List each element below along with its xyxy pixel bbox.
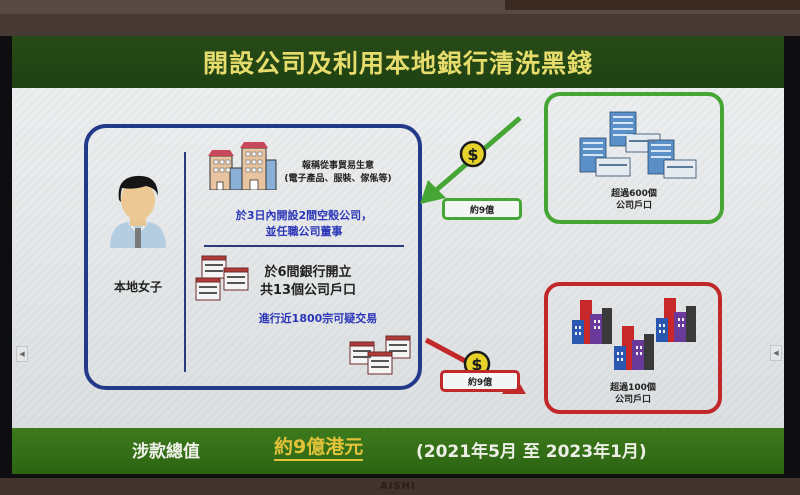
shell-text-line1: 於3日內開設2間空殼公司， xyxy=(235,209,373,222)
source-caption-line2: 公司戶口 xyxy=(615,201,652,211)
trade-description: 報稱從事貿易生意 (電子產品、服裝、傢俬等) xyxy=(268,160,408,186)
bank-statements-icon xyxy=(195,255,249,301)
slide-content: 本地女子 報稱從事貿易生意 xyxy=(12,88,784,428)
summary-footer: 涉款總值 約9億港元 (2021年5月 至 2023年1月) xyxy=(12,428,784,474)
dollar-coin-icon: $ xyxy=(459,140,487,168)
trade-text-line2: (電子產品、服裝、傢俬等) xyxy=(284,174,392,184)
slide-title: 開設公司及利用本地銀行清洗黑錢 xyxy=(202,49,593,78)
destination-caption-line1: 超過100個 xyxy=(610,383,656,393)
bank-text-line1: 於6間銀行開立 xyxy=(264,265,352,280)
suspicious-transactions-text: 進行近1800宗可疑交易 xyxy=(258,312,378,325)
person-label: 本地女子 xyxy=(113,280,162,294)
bank-statements-icon-2 xyxy=(349,335,411,375)
panel-divider-vertical xyxy=(184,152,186,372)
bank-text-line2: 共13個公司戶口 xyxy=(259,283,357,298)
chevron-left-icon: ◀ xyxy=(19,350,25,358)
monitor-bezel-top xyxy=(0,14,800,36)
monitor-bezel-bottom xyxy=(0,478,800,495)
destination-caption-line2: 公司戶口 xyxy=(614,395,651,405)
source-accounts-caption: 超過600個 公司戶口 xyxy=(548,188,720,212)
chevron-right-icon: ◀ xyxy=(773,349,779,357)
monitor-brand: AISHI xyxy=(380,481,416,492)
presentation-slide: 開設公司及利用本地銀行清洗黑錢 本地女子 xyxy=(12,36,784,474)
period-text: (2021年5月 至 2023年1月) xyxy=(416,442,647,462)
next-slide-button[interactable]: ◀ xyxy=(770,345,782,361)
svg-text:$: $ xyxy=(471,355,482,374)
inflow-amount-box: 約9億 xyxy=(442,198,522,220)
total-amount-label: 涉款總值 xyxy=(132,442,200,462)
suspect-panel: 本地女子 報稱從事貿易生意 xyxy=(84,124,422,390)
corporate-buildings-icon xyxy=(579,111,697,179)
destination-accounts-box: 超過100個 公司戶口 xyxy=(544,282,722,414)
outflow-amount-box: 約9億 xyxy=(440,370,520,392)
svg-text:$: $ xyxy=(467,145,478,164)
title-bar: 開設公司及利用本地銀行清洗黑錢 xyxy=(12,36,784,88)
shell-text-line2: 並任職公司董事 xyxy=(265,225,343,238)
person-avatar-icon xyxy=(110,175,166,248)
panel-divider-horizontal xyxy=(204,245,404,247)
trade-text-line1: 報稱從事貿易生意 xyxy=(301,161,374,171)
total-amount-value: 約9億港元 xyxy=(274,435,364,461)
source-caption-line1: 超過600個 xyxy=(611,189,657,199)
source-accounts-box: 超過600個 公司戶口 xyxy=(544,92,724,224)
shell-company-text: 於3日內開設2間空殼公司， 並任職公司董事 xyxy=(204,208,404,240)
city-buildings-icon xyxy=(572,298,696,370)
destination-accounts-caption: 超過100個 公司戶口 xyxy=(548,382,718,406)
background-wall-right xyxy=(505,0,800,10)
office-buildings-icon xyxy=(208,142,277,190)
previous-slide-button[interactable]: ◀ xyxy=(16,346,28,362)
bank-accounts-text: 於6間銀行開立 共13個公司戶口 xyxy=(248,264,368,300)
